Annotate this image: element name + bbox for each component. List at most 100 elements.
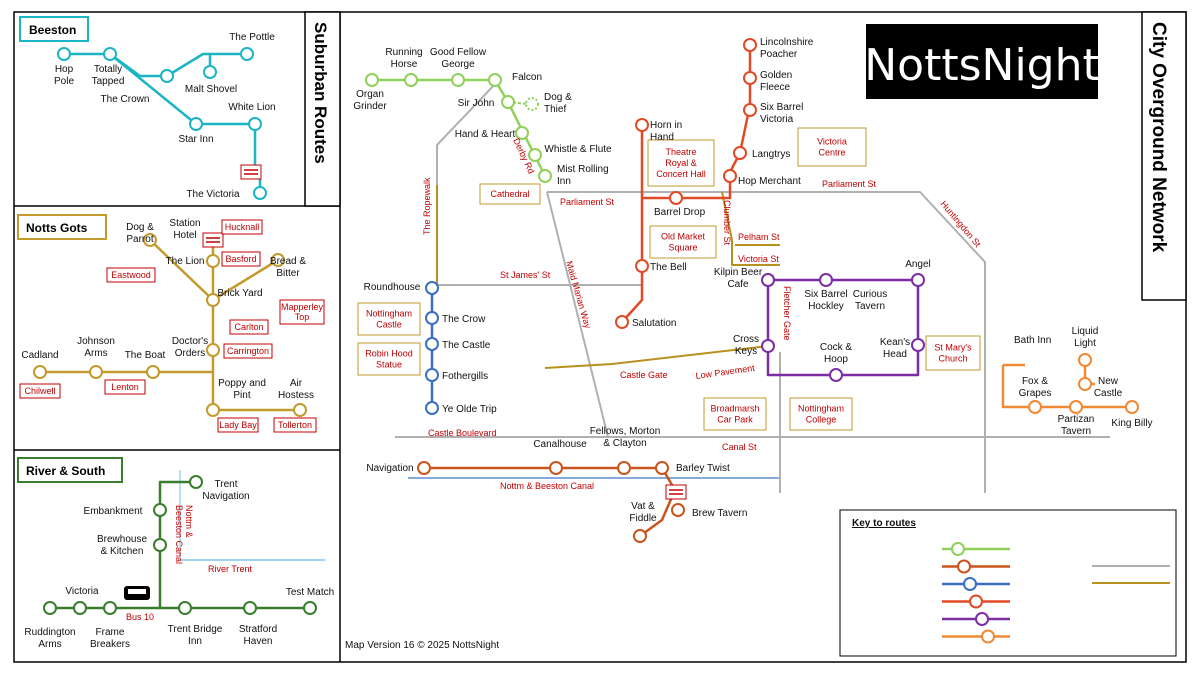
key-stop-0	[951, 542, 965, 556]
label-river-trent: River Trent	[208, 564, 253, 574]
station-hand-heart	[515, 126, 529, 140]
station-kilpin-beer-cafe	[761, 273, 775, 287]
section-beeston	[19, 16, 89, 42]
landmark-victoria-centre	[797, 127, 867, 167]
map-border	[13, 11, 1187, 663]
station-salutation	[615, 315, 629, 329]
station-the-pottle	[240, 47, 254, 61]
label-fletcher-gate: Fletcher Gate	[782, 286, 792, 341]
city-network-title: City Overground Network	[1148, 22, 1169, 253]
station-barley-twist	[655, 461, 669, 475]
label-brick-yard: Brick Yard	[217, 288, 262, 299]
path-clumber	[721, 191, 780, 266]
landmark-lady-bay	[217, 417, 259, 433]
landmark-label-basford: Basford	[225, 254, 256, 264]
key-stop-4	[975, 612, 989, 626]
landmark-label-eastwood: Eastwood	[111, 270, 151, 280]
label-the-bell: The Bell	[650, 262, 687, 273]
label-the-pottle: The Pottle	[229, 32, 275, 43]
station-roundhouse	[425, 281, 439, 295]
landmark-nottingham-castle	[357, 302, 421, 336]
station-embankment	[153, 503, 167, 517]
label-canal-st: Canal St	[722, 442, 757, 452]
station-liquid-light	[1078, 353, 1092, 367]
label-low-pavement: Low Pavement	[695, 363, 756, 381]
train-station-icon-beeston	[240, 164, 262, 180]
label-victoria-south: Victoria	[65, 586, 99, 597]
landmark-hucknall	[221, 219, 263, 235]
train-station-icon-beeston	[244, 169, 258, 175]
station-fothergills	[425, 368, 439, 382]
key-stop-5	[981, 629, 995, 644]
route-notts-gots	[40, 370, 300, 412]
road-maid-marian	[546, 191, 609, 438]
label-malt-shovel: Malt Shovel	[185, 84, 237, 95]
suburban-routes-title: Suburban Routes	[311, 22, 330, 164]
map-title: NottsNight	[864, 40, 1099, 91]
label-sir-john: Sir John	[458, 98, 495, 109]
landmark-mapperley-top	[279, 299, 325, 325]
station-golden-fleece	[743, 71, 757, 85]
station-cock-hoop	[829, 368, 843, 382]
station-ye-olde-trip	[425, 401, 439, 415]
train-station-icon-canal	[665, 484, 687, 500]
station-the-victoria	[253, 186, 267, 200]
label-pelham-st: Pelham St	[738, 232, 780, 242]
station-cross-keys	[761, 339, 775, 353]
landmark-cathedral	[479, 183, 541, 205]
label-embankment: Embankment	[84, 506, 143, 517]
landmark-label-tollerton: Tollerton	[278, 420, 312, 430]
label-langtrys: Langtrys	[752, 149, 790, 160]
label-canal-name: Nottm & Beeston Canal	[500, 481, 594, 491]
label-bread-bitter: Bread &Bitter	[270, 256, 306, 279]
key-stop-3	[969, 594, 983, 609]
station-keans-head	[911, 338, 925, 352]
landmark-label-cathedral: Cathedral	[490, 189, 529, 199]
station-navigation	[417, 461, 431, 475]
label-parliament-st-1: Parliament St	[560, 197, 615, 207]
landmark-label-chilwell: Chilwell	[24, 386, 55, 396]
station-the-boat	[146, 365, 160, 379]
label-cock-hoop: Cock &Hoop	[820, 342, 853, 365]
station-langtrys	[733, 146, 747, 160]
label-dog-thief: Dog &Thief	[544, 92, 572, 115]
station-king-billy	[1125, 400, 1139, 414]
station-stratford-haven	[243, 601, 257, 615]
station-ruddington-arms	[43, 601, 57, 615]
label-fellows-morton-clayton: Fellows, Morton& Clayton	[590, 426, 661, 449]
label-navigation: Navigation	[366, 463, 413, 474]
station-horn-in-hand	[635, 118, 649, 132]
landmark-old-market-square	[649, 225, 717, 259]
label-hop-merchant: Hop Merchant	[738, 176, 801, 187]
label-the-victoria: The Victoria	[186, 189, 240, 200]
station-organ-grinder	[365, 73, 379, 87]
key-stop-1	[957, 559, 971, 574]
station-totally-tapped	[103, 47, 117, 61]
landmark-st-marys-church	[925, 335, 981, 371]
landmark-label-lady-bay: Lady Bay	[219, 420, 257, 430]
station-white-lion	[248, 117, 262, 131]
station-the-crow	[425, 311, 439, 325]
section-river-south-label: River & South	[26, 464, 105, 478]
label-the-lion: The Lion	[166, 256, 205, 267]
landmark-lenton	[104, 379, 146, 395]
train-station-icon-station-hotel	[202, 232, 224, 248]
